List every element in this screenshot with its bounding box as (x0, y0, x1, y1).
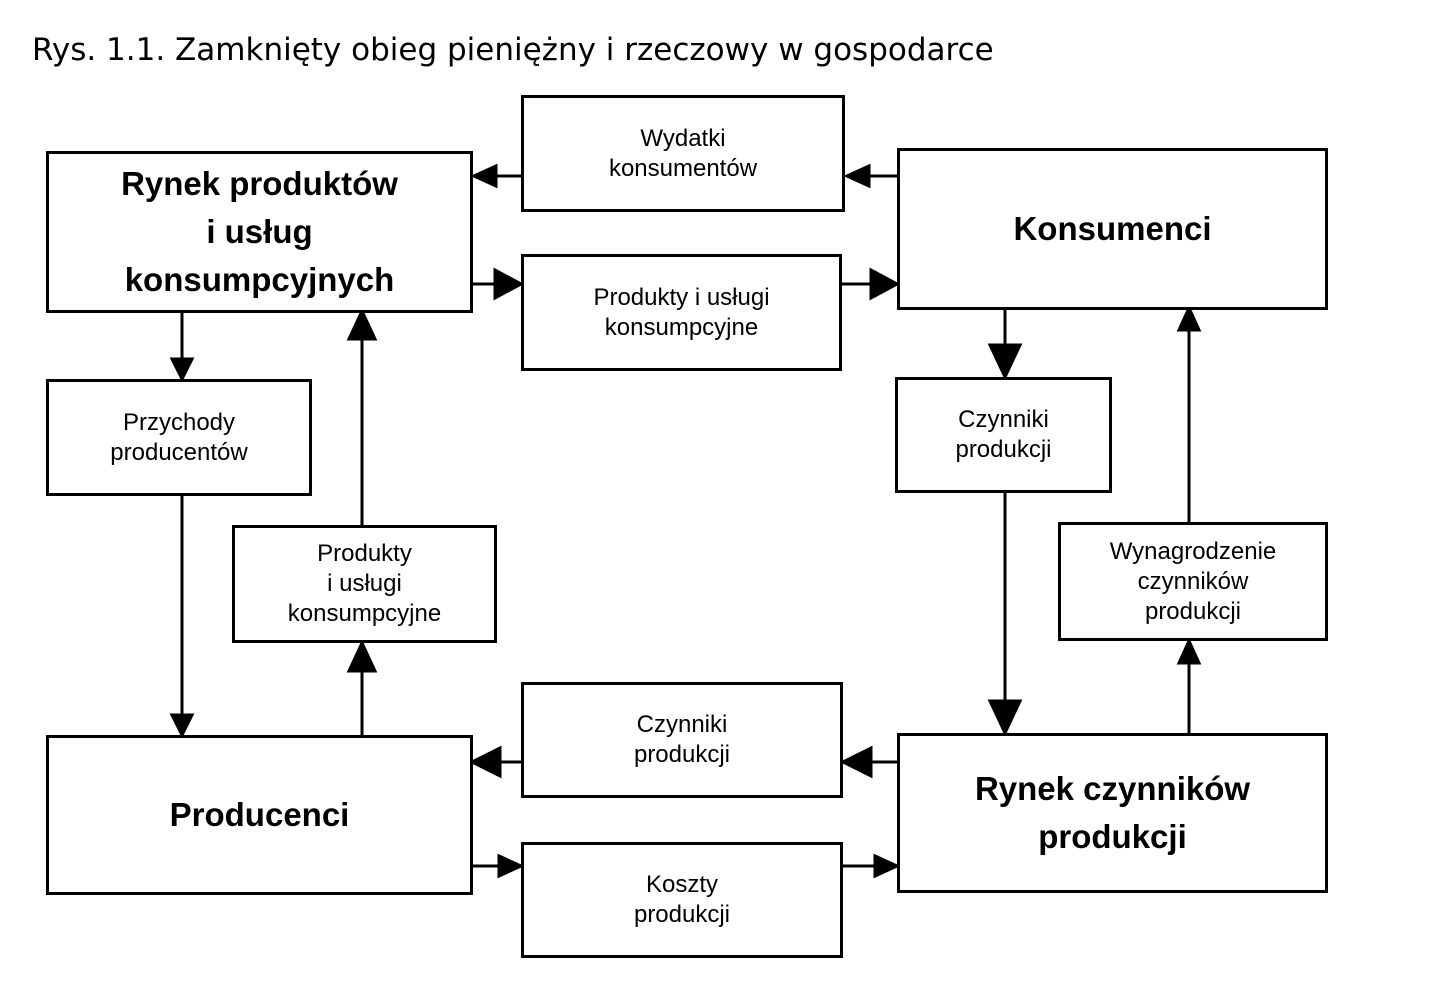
przychody-producentow-label: Przychody producentów (110, 408, 248, 466)
produkty-uslugi-top-box: Produkty i usługi konsumpcyjne (521, 254, 842, 371)
czynniki-produkcji-bottom-box: Czynniki produkcji (521, 682, 843, 798)
konsumenci-label: Konsumenci (1013, 210, 1212, 247)
wynagrodzenie-box: Wynagrodzenie czynników produkcji (1058, 522, 1328, 641)
koszty-produkcji-box: Koszty produkcji (521, 842, 843, 958)
przychody-producentow-box: Przychody producentów (46, 379, 312, 496)
wynagrodzenie-label: Wynagrodzenie czynników produkcji (1109, 537, 1277, 625)
rynek-czynnikow-box: Rynek czynników produkcji (897, 733, 1328, 893)
wydatki-konsumentow-box: Wydatki konsumentów (521, 95, 845, 212)
czynniki-produkcji-right-box: Czynniki produkcji (895, 377, 1112, 493)
produkty-uslugi-top-label: Produkty i usługi konsumpcyjne (593, 283, 770, 341)
czynniki-produkcji-bottom-label: Czynniki produkcji (633, 711, 731, 768)
producenci-box: Producenci (46, 735, 473, 895)
rynek-produktow-box: Rynek produktów i usług konsumpcyjnych (46, 151, 473, 313)
produkty-uslugi-left-label: Produkty i usługi konsumpcyjne (287, 540, 442, 627)
produkty-uslugi-left-box: Produkty i usługi konsumpcyjne (232, 525, 497, 643)
konsumenci-box: Konsumenci (897, 148, 1328, 310)
czynniki-produkcji-right-label: Czynniki produkcji (955, 406, 1052, 463)
koszty-produkcji-label: Koszty produkcji (633, 871, 731, 928)
diagram-caption: Rys. 1.1. Zamknięty obieg pieniężny i rz… (32, 32, 994, 68)
producenci-label: Producenci (169, 796, 350, 833)
wydatki-konsumentow-label: Wydatki konsumentów (608, 124, 758, 182)
rynek-czynnikow-label: Rynek czynników produkcji (974, 770, 1251, 855)
rynek-produktow-label: Rynek produktów i usług konsumpcyjnych (121, 165, 398, 298)
